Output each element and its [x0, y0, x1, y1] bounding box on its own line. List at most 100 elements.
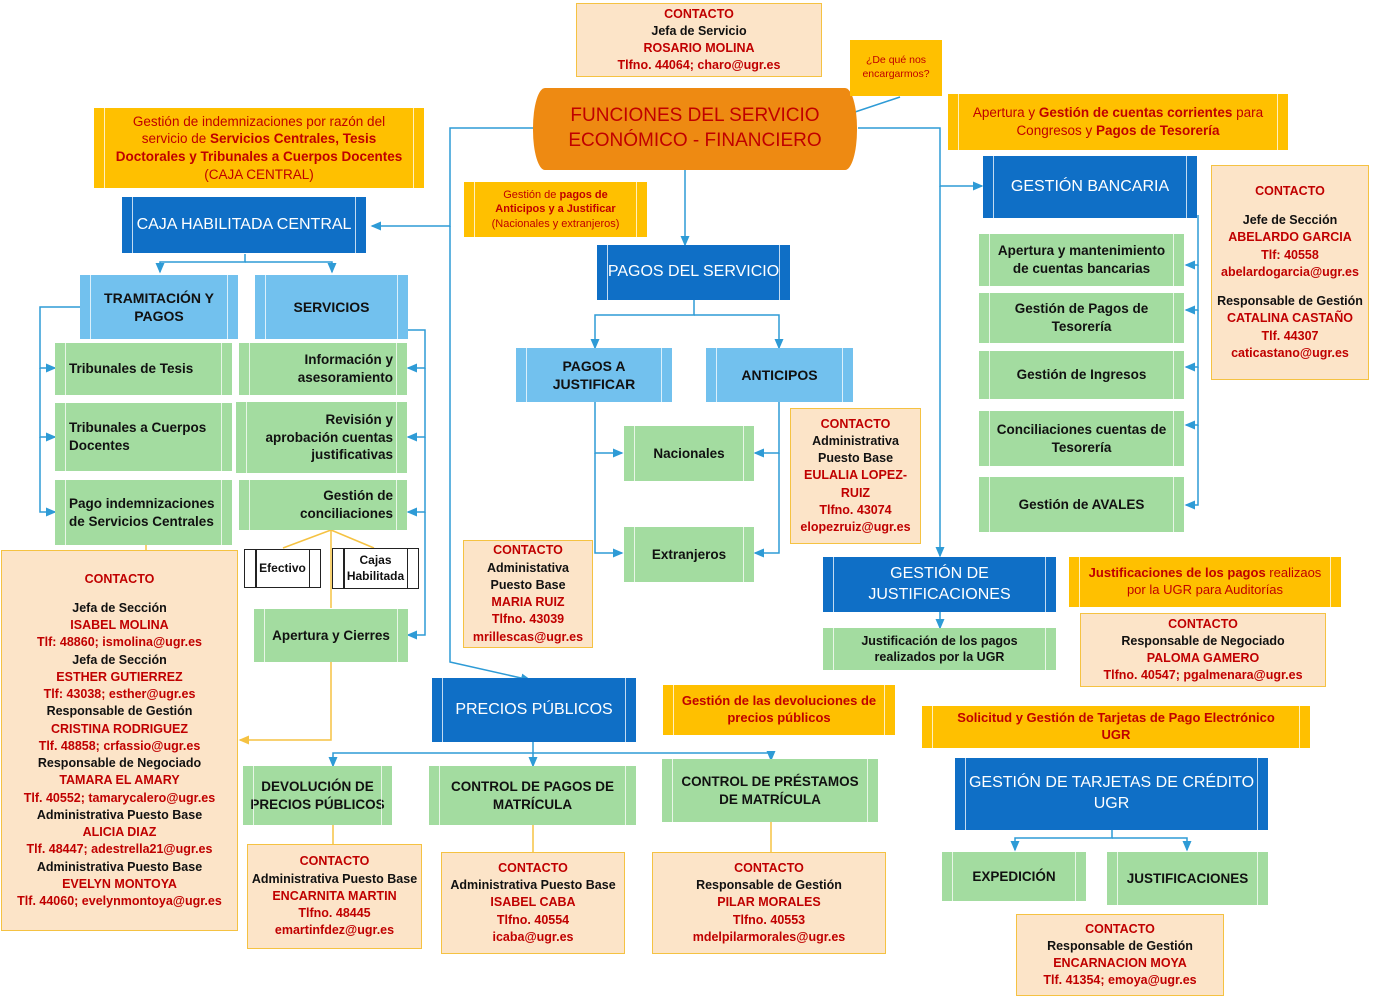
tramitacion-item[interactable]: Tribunales de Tesis: [55, 343, 232, 395]
pagos-contact-right: CONTACTO Administrativa Puesto Base EULA…: [790, 408, 921, 544]
tarjetas-credito-node[interactable]: GESTIÓN DE TARJETAS DE CRÉDITO UGR: [955, 758, 1268, 830]
main-title-node: FUNCIONES DEL SERVICIO ECONÓMICO - FINAN…: [533, 88, 857, 170]
gestion-bancaria-node[interactable]: GESTIÓN BANCARIA: [983, 156, 1197, 218]
tramitacion-item[interactable]: Pago indemnizaciones de Servicios Centra…: [55, 480, 232, 545]
head-contact-card: CONTACTO Jefa de Servicio ROSARIO MOLINA…: [576, 3, 822, 77]
item-label: Información y: [304, 352, 393, 368]
contact-info: Tlf. 44060; evelynmontoya@ugr.es: [17, 894, 222, 909]
contact-label: CONTACTO: [84, 571, 155, 586]
connector: [753, 453, 780, 558]
servicios-item[interactable]: Revisión y aprobación cuentas justificat…: [236, 402, 407, 473]
node-label: PRECIOS PÚBLICOS: [455, 700, 613, 718]
node-label: UGR: [1093, 795, 1130, 812]
contact-role: Responsable de Gestión: [46, 704, 193, 719]
precios-item[interactable]: DEVOLUCIÓN DE PRECIOS PÚBLICOS: [243, 766, 392, 825]
item-label: DE MATRÍCULA: [719, 791, 821, 807]
contact-label: CONTACTO: [1085, 921, 1155, 936]
pagos-contact-left: CONTACTO Administativa Puesto Base MARIA…: [463, 540, 593, 648]
bancaria-item[interactable]: Gestión de AVALES: [979, 477, 1184, 532]
justificaciones-contact-card: CONTACTO Responsable de Negociado PALOMA…: [1080, 613, 1326, 687]
contact-email: elopezruiz@ugr.es: [800, 520, 911, 535]
connector: [406, 368, 426, 442]
pagos-servicio-node[interactable]: PAGOS DEL SERVICIO: [597, 245, 790, 300]
contact-name: ISABEL MOLINA: [70, 618, 169, 633]
contact-name: CATALINA CASTAÑO: [1227, 311, 1353, 326]
connector: [858, 127, 984, 191]
servicios-item[interactable]: Información y asesoramiento: [239, 343, 407, 395]
item-label: Gestión de Ingresos: [1016, 367, 1147, 383]
servicios-node[interactable]: SERVICIOS: [255, 275, 408, 339]
connector: [854, 96, 901, 113]
contact-label: CONTACTO: [299, 854, 370, 869]
caja-contact-card: CONTACTO Jefa de Sección ISABEL MOLINA T…: [1, 550, 238, 931]
contact-info: Tlfno. 40547; pgalmenara@ugr.es: [1103, 668, 1303, 683]
precios-contact-card: CONTACTO Administrativa Puesto Base ISAB…: [441, 852, 625, 954]
contact-name: TAMARA EL AMARY: [59, 773, 180, 788]
contact-name: EULALIA LOPEZ-: [803, 468, 907, 483]
item-label: Revisión y: [325, 412, 393, 428]
contact-phone: Tlfno. 43074: [819, 502, 892, 517]
node-label: ANTICIPOS: [741, 366, 818, 383]
pagos-note: Gestión de pagos de Anticipos y a Justif…: [464, 182, 647, 237]
note-text: realizaos: [1265, 565, 1322, 581]
precios-item[interactable]: CONTROL DE PAGOS DE MATRÍCULA: [429, 766, 636, 825]
bancaria-item[interactable]: Conciliaciones cuentas de Tesorería: [979, 411, 1184, 466]
nacionales-node[interactable]: Nacionales: [624, 426, 754, 481]
connector: [282, 529, 332, 549]
anticipos-node[interactable]: ANTICIPOS: [706, 348, 853, 402]
precios-publicos-node[interactable]: PRECIOS PÚBLICOS: [432, 678, 636, 742]
contact-label: CONTACTO: [734, 860, 804, 875]
connector: [594, 402, 624, 458]
contact-phone: Tlfno. 43039: [491, 612, 565, 627]
note-line: UGR: [1101, 727, 1131, 742]
contact-phone: Tlfno. 40553: [732, 912, 806, 927]
caja-habilitada-node[interactable]: CAJA HABILITADA CENTRAL: [122, 197, 366, 253]
note-bold: Servicios Centrales, Tesis: [209, 131, 377, 147]
precios-item[interactable]: CONTROL DE PRÉSTAMOS DE MATRÍCULA: [662, 759, 878, 822]
bancaria-item[interactable]: Gestión de Ingresos: [979, 351, 1184, 399]
tarjetas-justificaciones-node[interactable]: JUSTIFICACIONES: [1107, 852, 1268, 905]
note-text: Congresos y: [1016, 123, 1096, 138]
connector: [533, 751, 776, 762]
extranjeros-node[interactable]: Extranjeros: [624, 527, 754, 582]
item-label: Tribunales a Cuerpos: [69, 420, 207, 436]
contact-role: Jefa de Sección: [72, 600, 167, 615]
expedicion-node[interactable]: EXPEDICIÓN: [942, 852, 1086, 901]
contact-role: Administrativa Puesto Base: [36, 807, 203, 822]
efectivo-node[interactable]: Efectivo: [244, 549, 321, 588]
item-label: DEVOLUCIÓN DE: [261, 778, 374, 794]
cajas-habilitada-node[interactable]: Cajas Habilitada: [332, 548, 419, 589]
contact-role: Responsable de Gestión: [1217, 294, 1363, 309]
contact-info: Tlfno. 44064; charo@ugr.es: [617, 58, 781, 73]
note-bold: Pagos de Tesorería: [1095, 123, 1220, 138]
contact-name: PILAR MORALES: [717, 895, 821, 910]
note-text: Apertura y: [972, 105, 1039, 121]
note-line: por la UGR para Auditorías: [1126, 582, 1284, 597]
contact-role: Administrativa Puesto Base: [450, 878, 616, 893]
node-label: JUSTIFICAR: [552, 376, 636, 392]
node-label: Habilitada: [346, 568, 405, 583]
connector: [370, 127, 535, 231]
justificaciones-item[interactable]: Justificación de los pagos realizados po…: [823, 628, 1056, 670]
bancaria-item[interactable]: Apertura y mantenimiento de cuentas banc…: [979, 234, 1184, 286]
servicios-item[interactable]: Gestión de conciliaciones: [239, 480, 407, 530]
apertura-cierres-node[interactable]: Apertura y Cierres: [254, 609, 408, 662]
note-line: servicio de Servicios Centrales, Tesis: [142, 130, 377, 148]
tramitacion-node[interactable]: TRAMITACIÓN Y PAGOS: [80, 275, 238, 339]
pagos-justificar-node[interactable]: PAGOS A JUSTIFICAR: [516, 348, 672, 402]
bancaria-item[interactable]: Gestión de Pagos de Tesorería: [979, 293, 1184, 343]
contact-role: Responsable de Negociado: [37, 756, 202, 771]
contact-phone: Tlfno. 40554: [496, 912, 570, 927]
gestion-justificaciones-node[interactable]: GESTIÓN DE JUSTIFICACIONES: [823, 557, 1056, 612]
contact-email: abelardogarcia@ugr.es: [1221, 264, 1359, 279]
contact-name: ROSARIO MOLINA: [643, 41, 755, 55]
contact-phone: Tlf: 40558: [1261, 247, 1319, 262]
tramitacion-item[interactable]: Tribunales a Cuerpos Docentes: [55, 403, 232, 471]
node-label: Cajas: [359, 552, 392, 567]
contact-name: EVELYN MONTOYA: [62, 876, 177, 891]
contact-role: Responsable de Gestión: [1047, 938, 1193, 953]
item-label: Tesorería: [1051, 439, 1112, 455]
note-text: Gestión de: [503, 189, 560, 202]
item-label: Tribunales de Tesis: [69, 361, 194, 377]
